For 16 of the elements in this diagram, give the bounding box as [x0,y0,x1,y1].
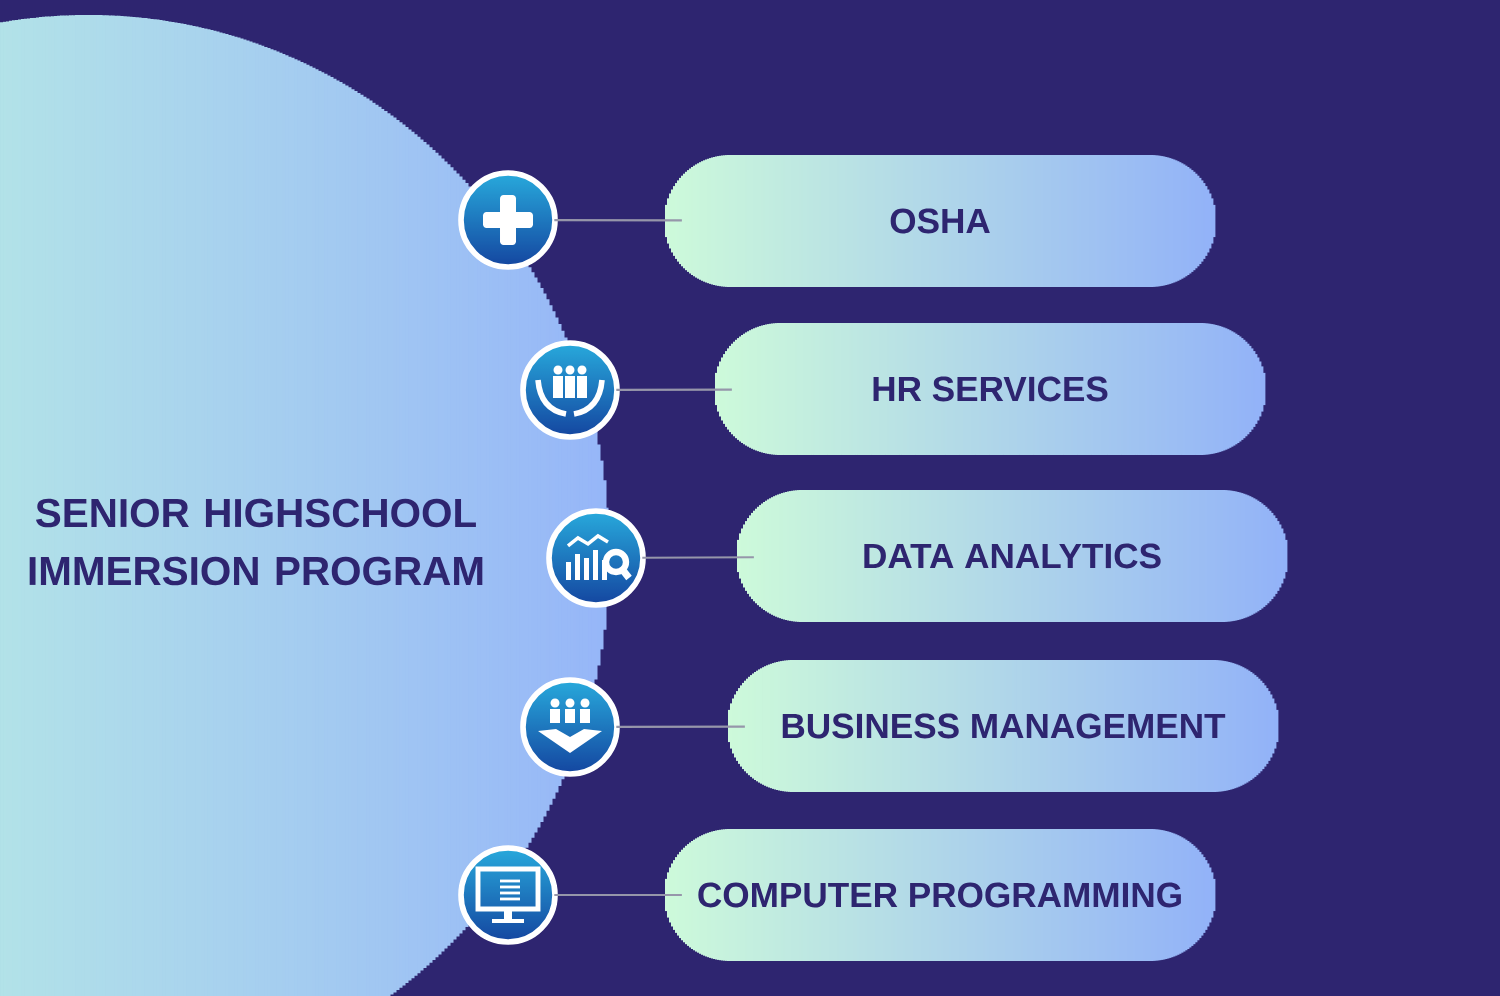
node-label: HR SERVICES [873,376,1108,402]
program-pill: HR SERVICES [715,323,1266,455]
node-label: BUSINESS MANAGEMENT [782,713,1226,739]
connector-line [642,556,754,559]
program-pill: COMPUTER PROGRAMMING [665,829,1216,961]
connector-line [554,893,682,897]
program-pill: DATA ANALYTICS [737,490,1288,622]
connector-line [554,219,682,222]
node-label: COMPUTER PROGRAMMING [698,882,1181,908]
connector-line [616,388,732,391]
program-pill: OSHA [665,155,1216,287]
node-label: OSHA [890,208,990,234]
connector-line [616,725,745,728]
node-label: DATA ANALYTICS [864,543,1161,569]
program-title: SENIOR HIGHSCHOOL IMMERSION PROGRAM [29,498,483,586]
program-pill: BUSINESS MANAGEMENT [728,660,1279,792]
